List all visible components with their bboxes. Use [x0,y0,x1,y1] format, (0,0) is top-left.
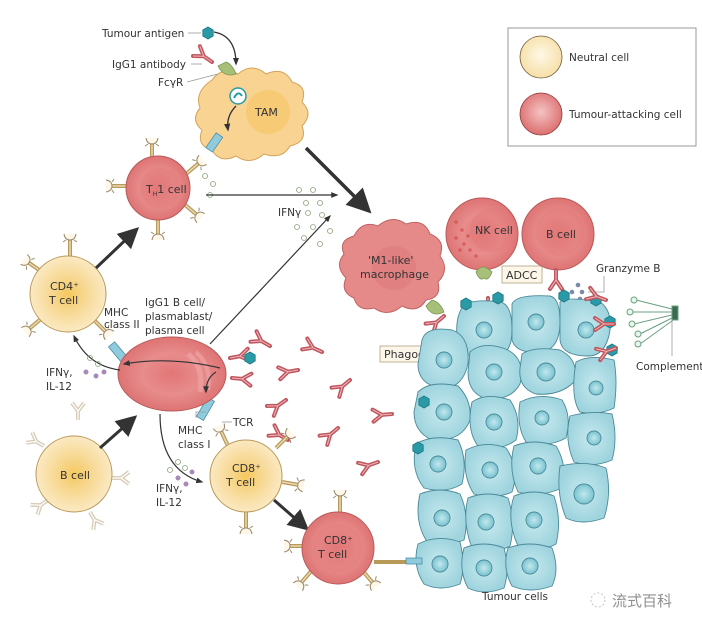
complement-complex [584,285,679,363]
tumour-cell [511,441,565,495]
tumour-cells-label: Tumour cells [481,591,548,603]
complement-label: Complement [636,361,702,373]
tumour-cell [558,463,609,523]
nk-cell: NK cell [445,197,519,280]
tumour-cell [510,491,559,550]
tumour-cell [519,348,576,395]
tumour-cell [469,396,519,449]
cd4-label-line1: CD4⁺ [50,280,79,293]
tumour-cell [511,295,561,353]
igg1b-label-line2: plasmablast/ [145,311,213,323]
b-cell-neutral: B cell [24,401,131,532]
igg1-plasma-cell [107,336,256,421]
ifng-top-label: IFNγ [278,207,301,219]
cd8-t-cell-neutral: CD8⁺ T cell [209,421,307,536]
tcr-label: TCR [232,417,253,429]
ifng-il12-left-line2: IL-12 [46,381,72,393]
mhc1-label-line2: class I [178,439,211,451]
watermark: 流式百科 [590,592,672,610]
cd8-neutral-label-line1: CD8⁺ [232,462,261,475]
tumour-cell [465,493,513,552]
tumour-cell [505,543,557,591]
legend-neutral-swatch [519,35,563,79]
bcell-to-cd4-arrow [73,334,121,371]
wechat-icon [590,592,606,608]
tumour-cell [559,298,611,357]
cd4-t-cell: CD4⁺ T cell [17,232,115,341]
m1-macrophage: 'M1-like' macrophage [339,219,445,315]
tumour-cell [518,396,569,445]
tumour-cell [413,383,471,441]
cd4-to-th1-arrow [94,227,140,270]
ifng-il12-left-line1: IFNγ, [46,367,73,379]
mhc2-label-line1: MHC [104,307,128,319]
th1-ifng-dots [202,173,216,198]
cd8-activation-arrow [273,498,310,531]
igg1b-label-line3: plasma cell [145,325,205,337]
cd8-neutral-label-line2: T cell [225,476,255,489]
legend-attack-label: Tumour-attacking cell [568,109,682,121]
cytokine-dots-left [83,355,107,379]
granzyme-dots [569,282,585,302]
b-cell-neutral-label: B cell [60,469,90,482]
m1-label-line1: 'M1-like' [368,254,413,267]
b-cell-attacking-label: B cell [546,228,576,241]
ifng-il12-bottom-line1: IFNγ, [156,483,183,495]
th1-cell: TH1 cell [104,136,210,242]
nk-cell-label: NK cell [475,224,513,237]
cytokine-dots-bottom [167,459,195,487]
tumour-cell [415,538,464,589]
fcgr-label: FcγR [158,77,183,89]
presentation-arrow [224,105,237,132]
adcc-label: ADCC [506,269,538,282]
tumour-cells [413,295,617,593]
mhc-tcr-tam-icon [205,132,224,153]
adcc-box [501,265,543,284]
tumour-cell [464,444,516,497]
bcell-to-m1-arrow [209,214,331,345]
antigen-uptake-arrow [213,31,240,66]
tumour-cell [417,328,469,389]
cd8-attacking-label-line1: CD8⁺ [324,534,353,547]
igg1b-label-line1: IgG1 B cell/ [145,297,206,309]
mhc2-label-line2: class II [104,319,140,331]
cd4-label-line2: T cell [48,294,78,307]
cd8-t-cell-attacking: CD8⁺ T cell [282,488,423,594]
plasma-to-cd8-arrow [159,413,204,484]
th1-label-main: TH1 cell [145,183,187,198]
tumour-cell [413,437,465,491]
b-cell-membrane-antibody [548,268,564,291]
granzyme-b-label: Granzyme B [596,263,661,275]
phagosome-icon [229,87,247,105]
tumour-cell [467,345,522,400]
tumour-cell [461,543,508,593]
antigen-icon [202,26,214,40]
tumour-cell [567,411,616,465]
tam-label: TAM [254,106,278,119]
ifng-il12-bottom-line2: IL-12 [156,497,182,509]
tam-to-m1-arrow [304,146,372,214]
tumour-cell [573,357,617,414]
tumour-cell [417,489,467,545]
legend-attack-swatch [519,92,563,136]
watermark-text: 流式百科 [612,592,672,610]
ifng-dots-top [294,187,333,247]
m1-label-line2: macrophage [360,268,429,281]
legend: Neutral cell Tumour-attacking cell [507,27,697,147]
mhc1-label-line1: MHC [178,425,202,437]
fcgr-icon [217,61,237,76]
bcell-to-plasma-arrow [99,415,138,450]
igg1-antibody-label: IgG1 antibody [112,59,186,71]
tumour-antigen-label: Tumour antigen [101,28,184,40]
legend-neutral-label: Neutral cell [569,52,629,64]
cd8-attacking-label-line2: T cell [317,548,347,561]
tam-cell: TAM [195,67,309,161]
b-cell-attacking: B cell [521,197,595,271]
